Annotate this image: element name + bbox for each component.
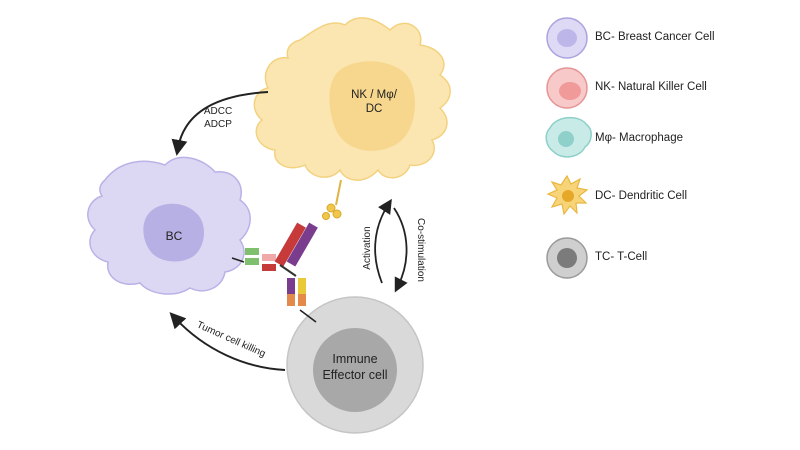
activation-label: Activation [362,226,373,269]
fc-receptor-knob-2 [332,209,342,219]
antibody-fab-red [262,264,276,271]
effector-cell-nucleus [313,328,397,412]
nk-macrophage-dc-cell: NK / Mφ/ DC [253,17,451,220]
tumor-killing-arrow [169,312,286,371]
bc-antibody-connector [231,257,245,263]
bc-cell-nucleus [143,203,205,262]
legend-label-nk: NK- Natural Killer Cell [595,81,707,93]
antibody-complex [245,222,318,306]
adcc-label: ADCC [204,106,232,117]
legend-label-macrophage: Mφ- Macrophage [595,132,683,144]
antibody-fab-green-2 [245,258,259,265]
fc-receptor-stalk [335,179,342,206]
breast-cancer-cell-icon [546,17,588,59]
macrophage-icon [545,116,592,158]
breast-cancer-cell: BC [87,156,251,295]
antibody-fab-green [245,248,259,255]
activation-arrow [374,198,392,284]
adcp-label: ADCP [204,119,232,130]
natural-killer-cell-icon [546,67,588,109]
effector-antibody-connector [299,309,317,323]
nk-cell-label-line1: NK / Mφ/ [351,89,398,101]
dendritic-cell-icon [546,174,589,216]
antibody-hinge [279,264,297,277]
fc-receptor-knob-1 [326,203,336,213]
nk-cell-nucleus [329,61,415,151]
antibody-fc-yellow [298,278,306,294]
legend-label-tc: TC- T-Cell [595,251,648,263]
antibody-fc-purple [287,278,295,294]
t-cell-icon [546,237,588,279]
adcc-adcp-arrow [171,91,269,156]
nk-cell-label-line2: DC [366,103,383,115]
antibody-fc-orange-2 [298,294,306,306]
costim-label: Co-stimulation [415,218,426,282]
antibody-fc-orange [287,294,295,306]
antibody-fab-pink [262,254,276,261]
effector-label-line2: Effector cell [322,368,387,382]
killing-label: Tumor cell killing [195,320,267,360]
legend-label-bc: BC- Breast Cancer Cell [595,31,715,43]
legend-label-dc: DC- Dendritic Cell [595,190,688,202]
antibody-heavy-chain-red [274,222,306,267]
fc-receptor-knob-3 [322,212,330,220]
immune-effector-cell: Immune Effector cell [286,296,424,434]
antibody-heavy-chain-purple [286,222,318,267]
effector-label-line1: Immune [332,352,377,366]
bc-cell-label: BC [166,229,183,243]
legend [545,17,592,279]
costimulation-arrow [393,207,408,293]
